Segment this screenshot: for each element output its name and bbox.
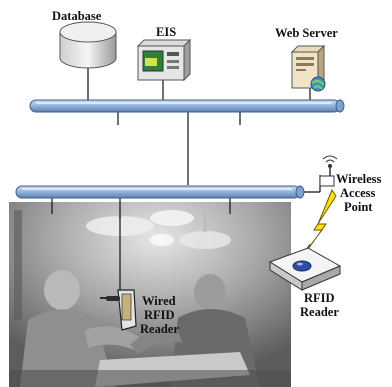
rfid-reader-pad-icon xyxy=(268,247,342,291)
eis-label: EIS xyxy=(156,25,176,39)
web-server-label: Web Server xyxy=(275,26,338,40)
wired-reader-label-line-3: Reader xyxy=(140,322,179,336)
wireless-label-line-3: Point xyxy=(344,200,373,214)
connection-lines xyxy=(51,68,321,300)
rfid-reader-label-line-1: RFID xyxy=(304,291,335,305)
operating-room-photo xyxy=(9,202,291,387)
database-cylinder-icon xyxy=(59,21,117,69)
antenna-icon xyxy=(319,155,338,187)
rfid-reader-label-line-2: Reader xyxy=(300,305,339,319)
wireless-label-line-1: Wireless xyxy=(336,172,382,186)
eis-server-box-icon xyxy=(136,38,192,82)
wired-reader-label-line-1: Wired xyxy=(142,294,176,308)
wired-reader-label-line-2: RFID xyxy=(144,308,175,322)
wireless-label-line-2: Access xyxy=(340,186,376,200)
database-label: Database xyxy=(52,9,102,23)
network-bus-lower xyxy=(15,185,305,199)
handheld-reader-icon xyxy=(100,289,137,331)
web-server-tower-icon xyxy=(290,44,326,92)
network-bus-upper xyxy=(29,99,345,113)
